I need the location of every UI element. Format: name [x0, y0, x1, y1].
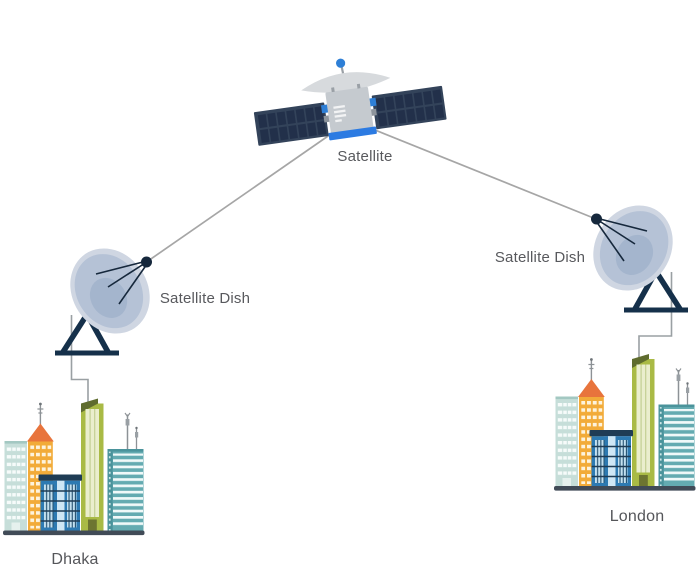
satellite-dish-left-label: Satellite Dish [159, 290, 251, 307]
link-satellite-dish-left-line [146, 133, 332, 263]
panel-axle-right [370, 108, 377, 116]
satellite-dish-right-label: Satellite Dish [494, 249, 586, 266]
satellite-dish-left-icon [54, 233, 165, 355]
city-skyline-london-icon [553, 353, 697, 492]
satellite-dish-right-icon [577, 190, 688, 312]
satellite-dish-plate [301, 72, 391, 93]
link-satellite-dish-right-line [374, 129, 597, 220]
cable-dish-right-to-london-line [638, 272, 673, 363]
city-dhaka-label: Dhaka [51, 551, 99, 568]
satellite-label: Satellite [337, 148, 393, 165]
satellite-icon [253, 58, 447, 146]
satellite-base [328, 126, 377, 141]
body-nub-right [356, 83, 361, 89]
satellite-antenna-ball [336, 58, 346, 68]
satellite-body [325, 86, 374, 135]
city-london-label: London [609, 508, 665, 525]
body-nub-left [331, 87, 335, 93]
body-vents [333, 105, 347, 123]
panel-axle-left [323, 115, 331, 123]
city-skyline-dhaka-icon [2, 397, 146, 536]
solar-panel-left [253, 102, 329, 146]
solar-panel-right [371, 85, 447, 130]
cable-dish-left-to-dhaka-line [70, 315, 89, 408]
